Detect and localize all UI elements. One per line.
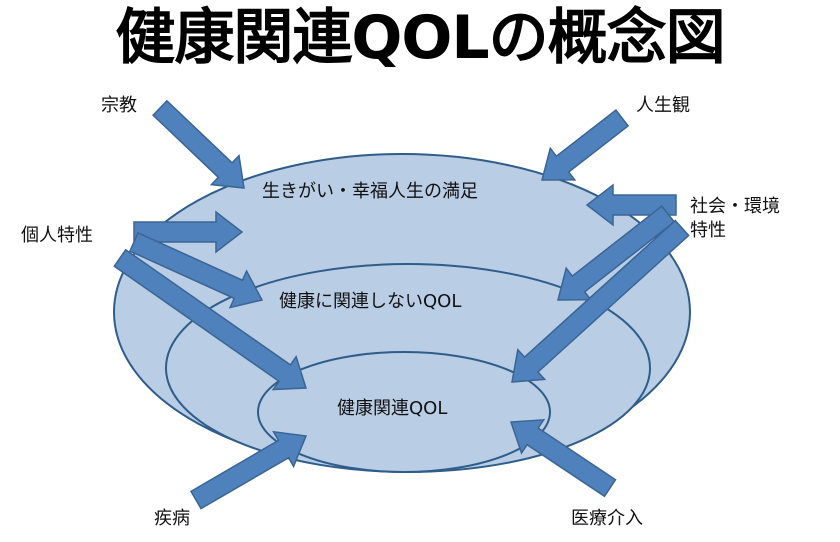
factor-social-environment-line2: 特性 — [690, 220, 726, 241]
inner-ellipse-health-qol — [257, 351, 551, 473]
arrow-personal-2-icon — [128, 231, 264, 309]
arrow-religion-icon — [152, 99, 245, 189]
factor-life-outlook: 人生観 — [636, 95, 690, 116]
factor-religion: 宗教 — [101, 95, 137, 116]
arrow-medical-icon — [509, 418, 617, 498]
diagram-title: 健康関連QOLの概念図 — [115, 3, 725, 73]
label-life-satisfaction: 生きがい・幸福人生の満足 — [262, 181, 478, 202]
label-non-health-qol: 健康に関連しないQOL — [279, 291, 462, 312]
label-health-qol: 健康関連QOL — [337, 398, 448, 419]
arrow-outlook-icon — [541, 109, 630, 181]
arrow-personal-3-icon — [113, 248, 308, 391]
arrow-social-2-icon — [557, 205, 676, 301]
arrow-disease-icon — [189, 430, 308, 510]
factor-personal-traits: 個人特性 — [21, 225, 93, 246]
arrow-social-3-icon — [511, 219, 690, 383]
factor-social-environment-line1: 社会・環境 — [690, 196, 780, 217]
arrow-personal-1-icon — [133, 210, 244, 254]
factor-medical-intervention: 医療介入 — [571, 508, 643, 529]
factor-disease: 疾病 — [154, 508, 190, 529]
